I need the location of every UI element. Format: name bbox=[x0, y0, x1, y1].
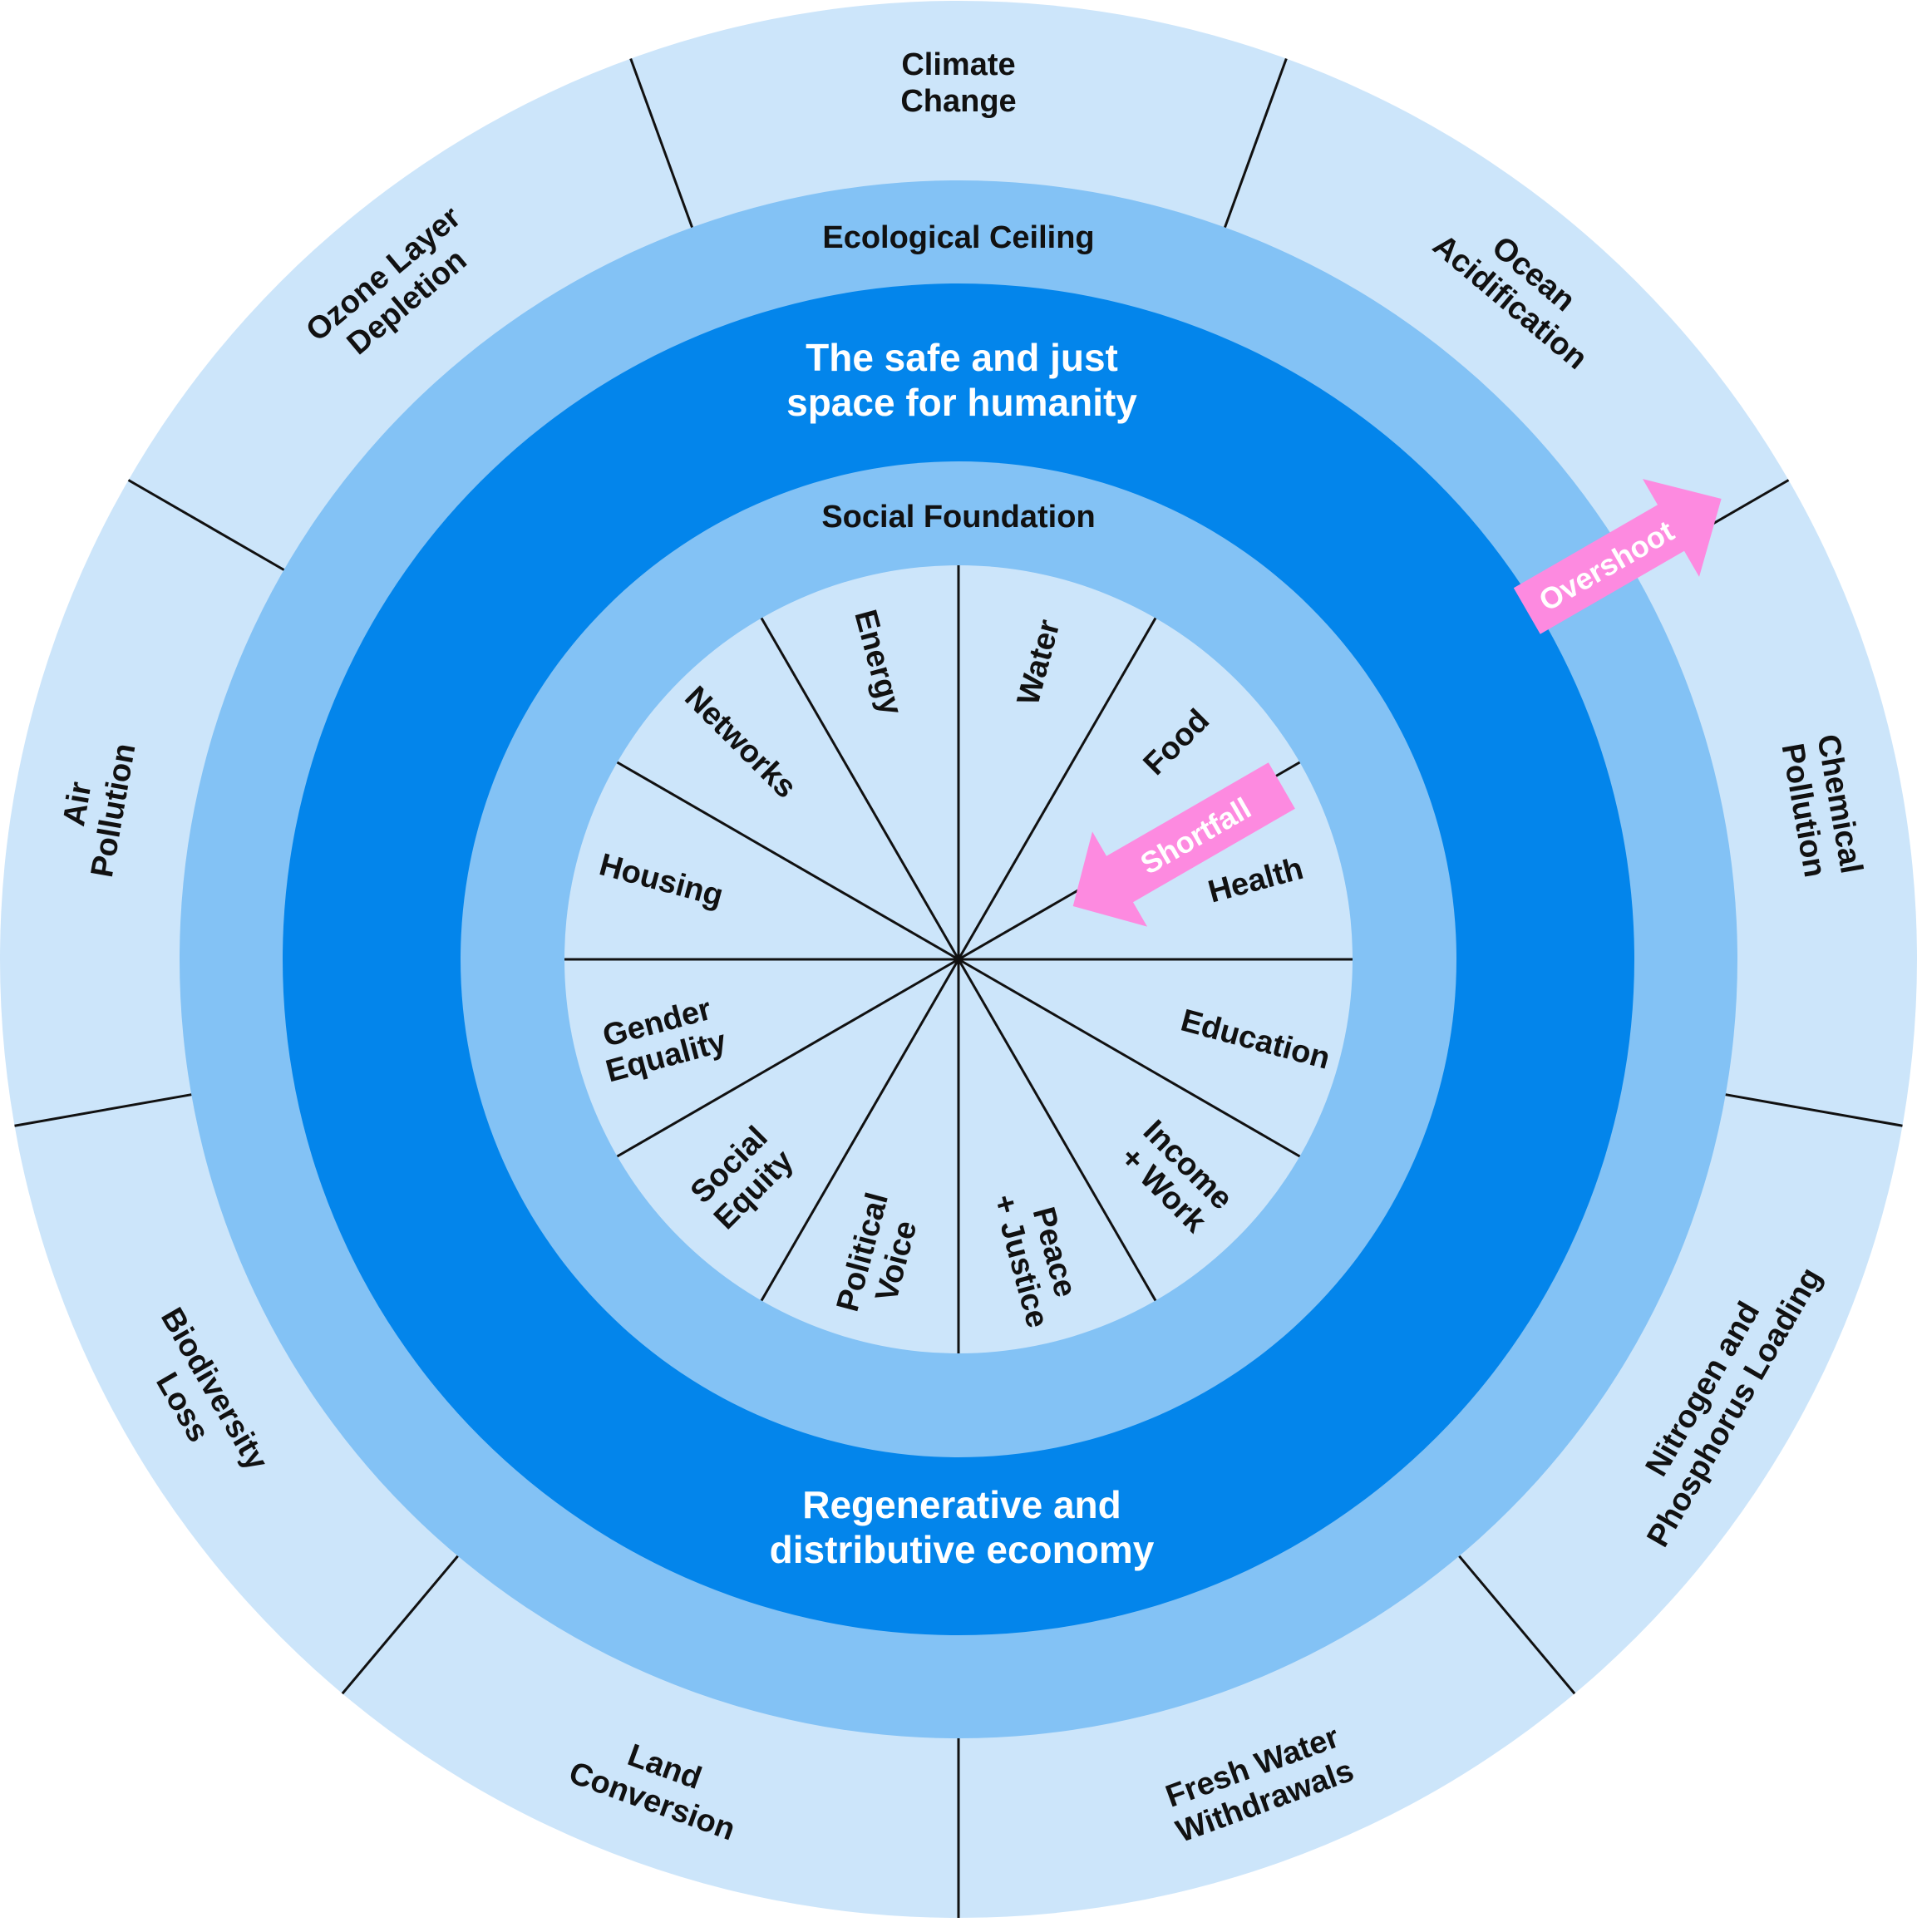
ecological-divider bbox=[1725, 1093, 1903, 1127]
social-spoke bbox=[957, 617, 1157, 960]
ecological-divider bbox=[629, 58, 693, 229]
safe-space-title: The safe and just space for humanity bbox=[786, 336, 1137, 424]
economy-title: Regenerative and distributive economy bbox=[770, 1483, 1155, 1571]
social-foundation-label: Social Foundation bbox=[821, 500, 1095, 535]
safe-space-line-2: space for humanity bbox=[786, 381, 1137, 424]
economy-line-2: distributive economy bbox=[770, 1528, 1155, 1571]
ecological-ceiling-label: Ecological Ceiling bbox=[822, 220, 1094, 255]
shortfall-arrow-shape bbox=[1072, 762, 1295, 927]
social-spoke bbox=[760, 617, 960, 960]
social-spoke bbox=[760, 959, 960, 1302]
ecological-divider bbox=[1458, 1555, 1576, 1695]
ecological-divider bbox=[14, 1093, 192, 1127]
social-spoke bbox=[616, 958, 959, 1158]
ecological-divider bbox=[341, 1555, 459, 1695]
ecological-dividers bbox=[14, 58, 1903, 1918]
ecological-divider bbox=[127, 479, 285, 571]
economy-line-1: Regenerative and bbox=[802, 1483, 1121, 1526]
social-spoke bbox=[957, 959, 1157, 1302]
social-spoke bbox=[616, 761, 959, 961]
social-spoke bbox=[958, 958, 1301, 1158]
overshoot-arrow-shape bbox=[1513, 479, 1722, 634]
ecological-divider bbox=[1224, 58, 1288, 229]
safe-space-line-1: The safe and just bbox=[806, 336, 1118, 379]
